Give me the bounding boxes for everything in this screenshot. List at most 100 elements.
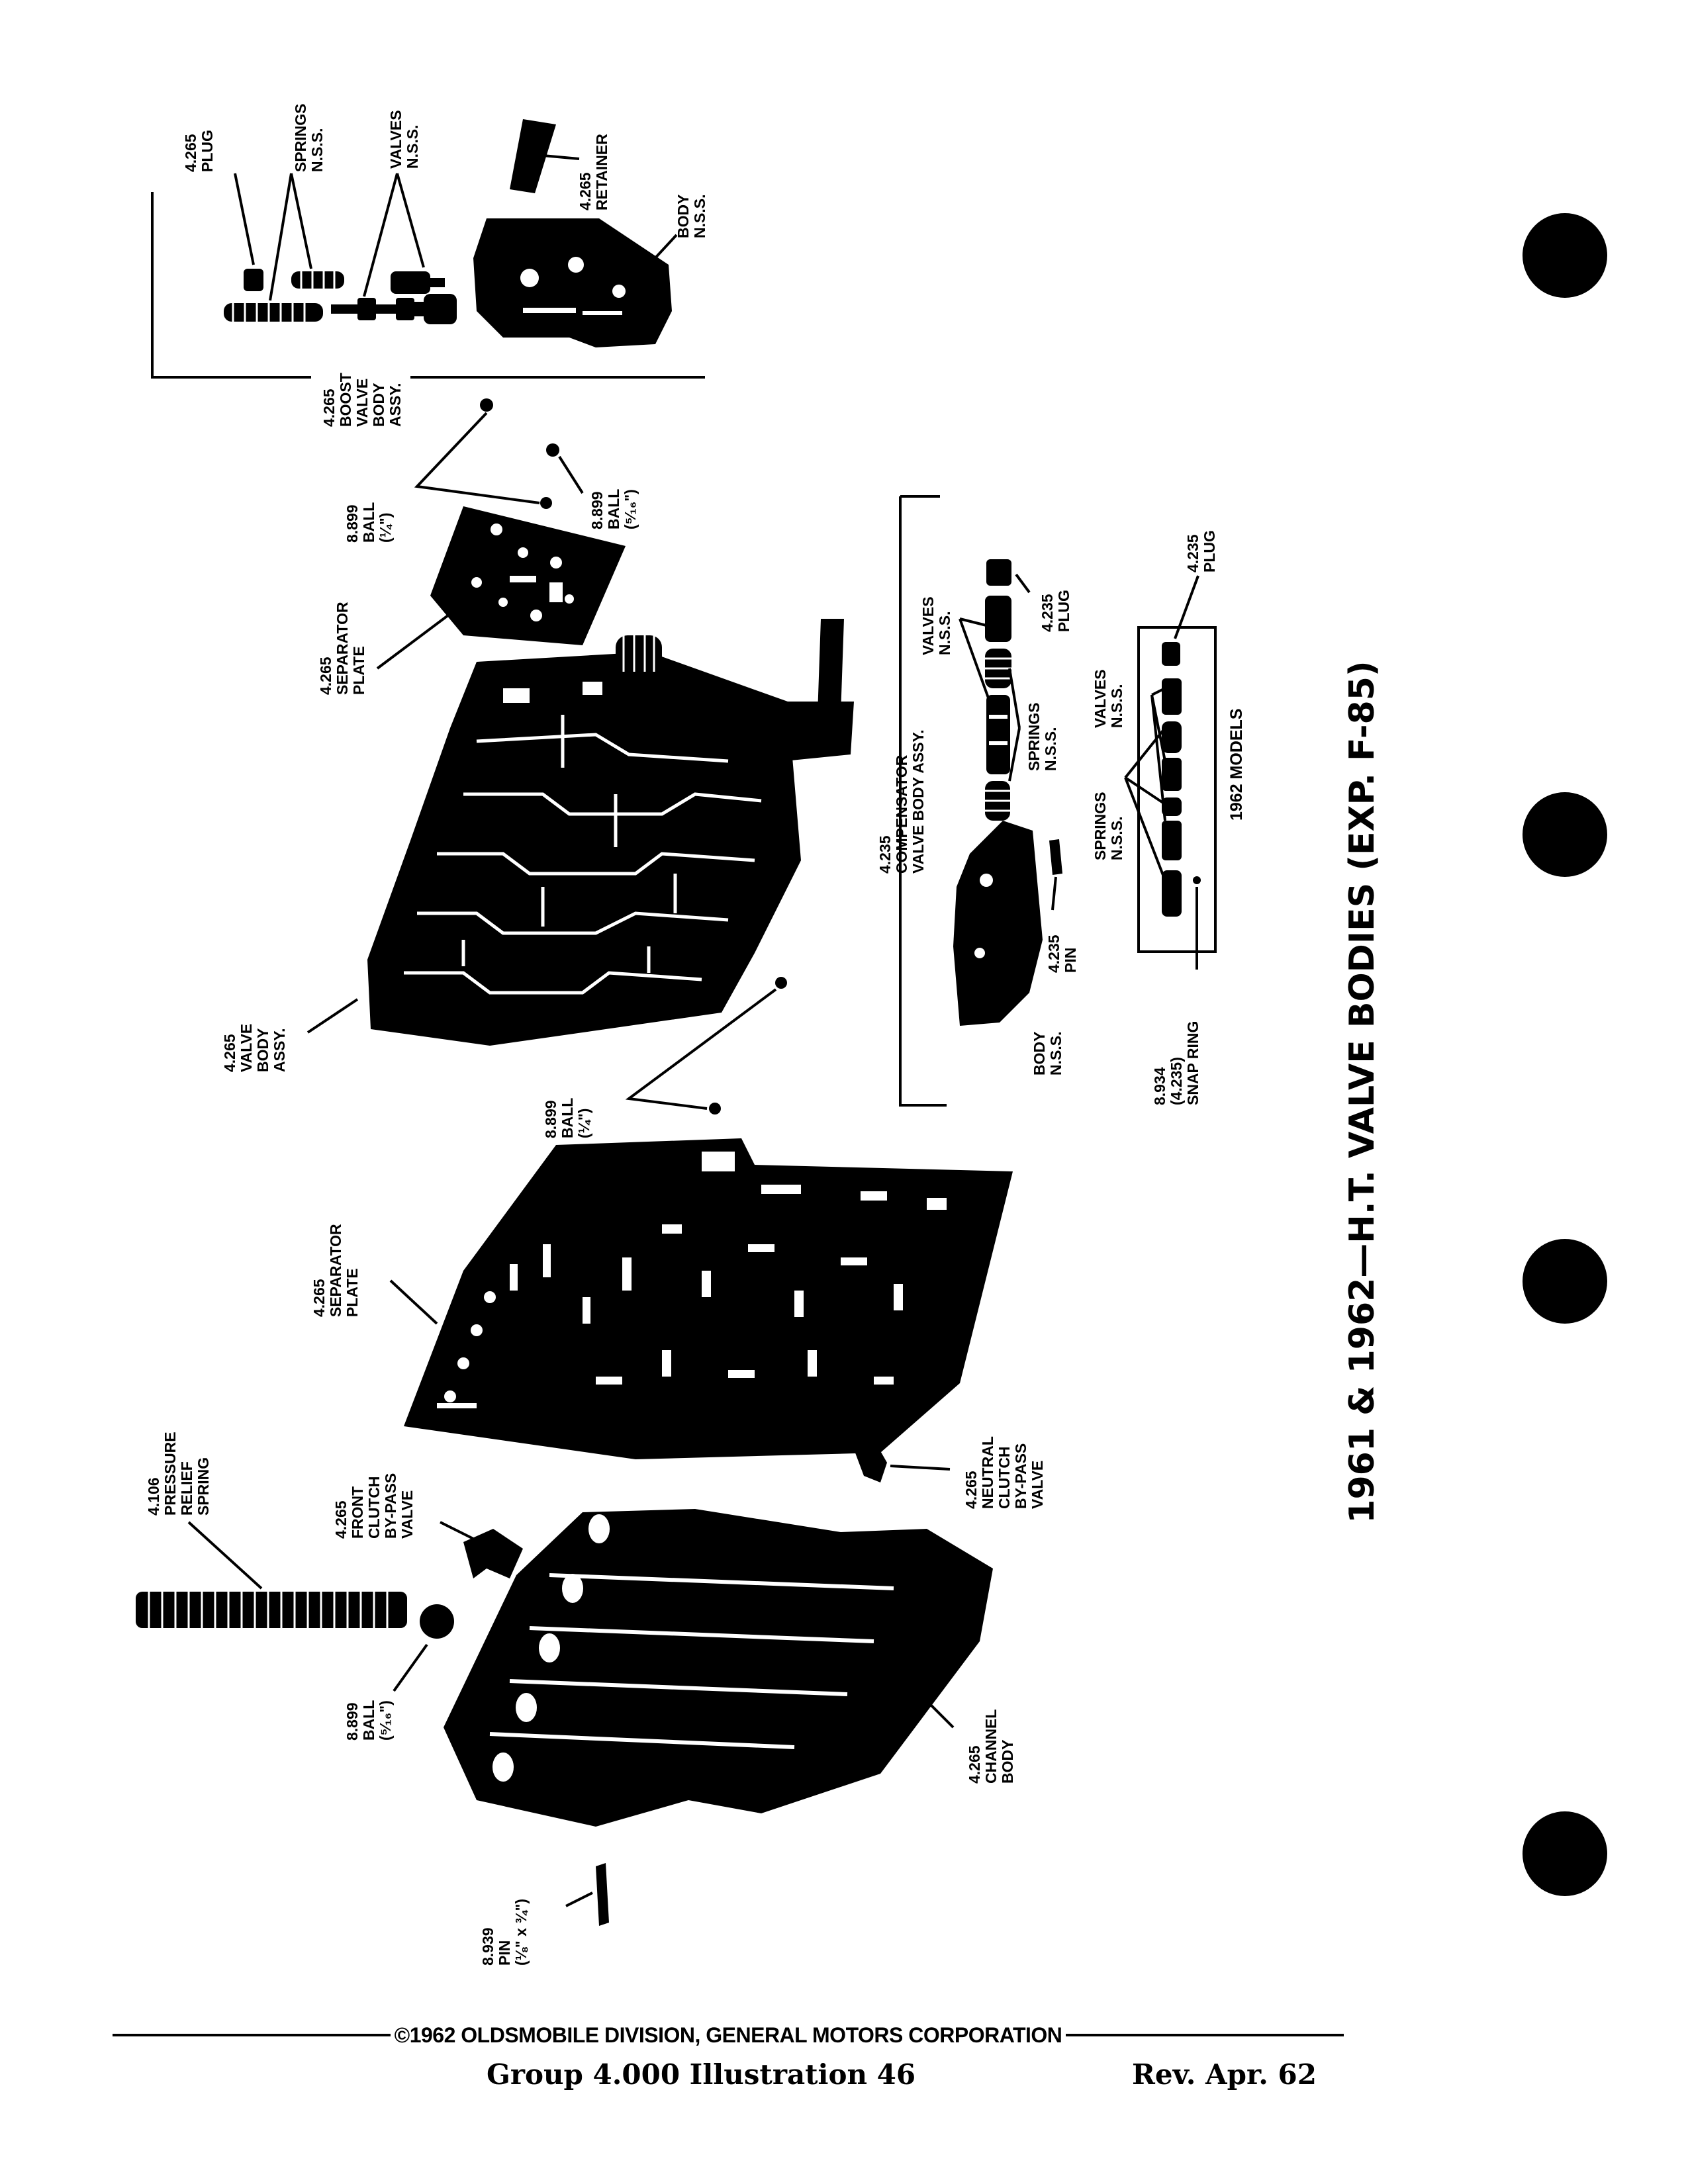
callout-line: RELIEF <box>178 1461 195 1516</box>
callout-line: N.S.S. <box>1047 1032 1064 1075</box>
callout-line: VALVES <box>919 596 937 655</box>
boost-valve-assembly-group <box>151 119 705 379</box>
binder-hole-3 <box>1523 1239 1607 1324</box>
callout-line: PLUG <box>199 130 216 172</box>
comp-valve-2 <box>985 596 1011 642</box>
channel-body-group <box>136 1439 993 1926</box>
callout-line: BALL <box>605 489 622 529</box>
callout-line: ASSY. <box>387 383 404 427</box>
copyright-text: ©1962 OLDSMOBILE DIVISION, GENERAL MOTOR… <box>394 2023 1062 2047</box>
callout-line: (¼") <box>377 513 394 543</box>
callout-pressure-relief-spring: 4.106PRESSURERELIEFSPRING <box>145 1432 212 1516</box>
ball-five-sixteenth-1 <box>546 443 559 457</box>
callout-line: PLUG <box>1201 530 1218 572</box>
ball-five-sixteenth-2 <box>420 1604 454 1639</box>
pin-bottom <box>596 1863 609 1926</box>
callout-line: 4.265 <box>332 1500 350 1539</box>
callout-line: BODY <box>1031 1032 1048 1075</box>
binder-hole-1 <box>1523 213 1607 298</box>
spring-top-short <box>291 271 344 289</box>
callout-line: 4.265 <box>320 388 338 427</box>
comp-spring-1 <box>985 781 1010 821</box>
callout-line: COMPENSATOR <box>893 754 910 874</box>
callout-line: VALVE <box>399 1490 416 1539</box>
valve-body-spring <box>616 635 662 672</box>
callout-plug-comp: 4.235PLUG <box>1039 590 1072 632</box>
callout-valves-comp: VALVESN.S.S. <box>919 596 953 655</box>
callout-line: (¼") <box>575 1109 592 1138</box>
models-1962-group <box>1124 575 1217 970</box>
main-valve-body <box>367 652 801 1046</box>
callout-line: N.S.S. <box>1042 727 1059 771</box>
callout-line: VALVES <box>1092 669 1109 728</box>
callout-line: 4.106 <box>145 1477 162 1516</box>
callout-line: ASSY. <box>271 1028 288 1072</box>
channel-body <box>444 1509 993 1827</box>
callout-valves-top: VALVESN.S.S. <box>387 110 421 169</box>
callout-ball-quarter-top: 8.899BALL(¼") <box>344 502 394 543</box>
ball-quarter-1 <box>480 398 493 412</box>
callout-line: VALVES <box>387 110 404 169</box>
neutral-clutch-bypass-valve <box>854 1439 887 1482</box>
callout-springs-comp: SPRINGSN.S.S. <box>1025 702 1059 771</box>
callout-line: BODY <box>254 1028 271 1072</box>
callout-line: NEUTRAL <box>979 1436 996 1509</box>
callout-separator-plate-lower: 4.265SEPARATORPLATE <box>310 1224 361 1317</box>
callout-line: PRESSURE <box>162 1432 179 1516</box>
pressure-relief-spring <box>136 1592 407 1628</box>
valve-body-shaft <box>781 619 854 761</box>
callout-line: 4.265 <box>966 1745 983 1784</box>
page-title: 1961 & 1962—H.T. VALVE BODIES (EXP. F-85… <box>1342 660 1382 1524</box>
callout-retainer: 4.265RETAINER <box>577 134 610 210</box>
callout-snap-ring: 8.934(4.235)SNAP RING <box>1151 1021 1201 1105</box>
compensator-group <box>899 495 1062 1107</box>
callout-line: VALVE <box>238 1024 255 1072</box>
footer-rule-left <box>113 2034 391 2036</box>
callout-line: (⁵⁄₁₆") <box>377 1700 394 1741</box>
callout-line: (⁵⁄₁₆") <box>622 489 639 529</box>
plug-top <box>244 269 263 291</box>
callout-labels: 4.265PLUG SPRINGSN.S.S. VALVESN.S.S. 4.2… <box>145 103 1246 1966</box>
callout-line: 4.235 <box>1039 594 1056 632</box>
valves-1962 <box>1162 678 1182 860</box>
front-clutch-bypass-valve <box>463 1529 523 1578</box>
compensator-body <box>953 821 1043 1026</box>
binder-hole-4 <box>1523 1811 1607 1896</box>
callout-line: CHANNEL <box>982 1709 1000 1784</box>
callout-line: PLUG <box>1055 590 1072 632</box>
comp-spring-2 <box>985 649 1011 688</box>
callout-ball-five-sixteenth-top: 8.899BALL(⁵⁄₁₆") <box>588 489 639 529</box>
callout-boost-valve: 4.265BOOSTVALVEBODYASSY. <box>320 373 404 427</box>
comp-valve-1 <box>986 695 1010 774</box>
callout-line: FRONT <box>349 1486 366 1539</box>
callout-line: BOOST <box>337 373 354 427</box>
callout-line: BALL <box>559 1098 576 1138</box>
footer-rule-right <box>1066 2034 1344 2036</box>
callout-line: RETAINER <box>593 134 610 210</box>
callout-line: 4.265 <box>310 1279 328 1317</box>
callout-line: 8.899 <box>344 504 361 543</box>
callout-springs-1962: SPRINGSN.S.S. <box>1092 792 1125 860</box>
binder-hole-2 <box>1523 792 1607 877</box>
callout-line: SEPARATOR <box>334 602 351 695</box>
callout-line: 8.934 <box>1151 1067 1168 1105</box>
footer-copyright: ©1962 OLDSMOBILE DIVISION, GENERAL MOTOR… <box>113 2019 1344 2052</box>
lower-separator-group <box>389 1138 1013 1459</box>
footer-group-reference: Group 4.000 Illustration 46 <box>487 2058 916 2091</box>
callout-line: BALL <box>360 1700 377 1741</box>
callout-line: PIN <box>496 1940 513 1966</box>
callout-body-top: BODYN.S.S. <box>675 195 708 238</box>
callout-line: 4.235 <box>876 835 894 874</box>
callout-line: PLATE <box>350 646 367 695</box>
callout-line: (⅛" x ¾") <box>512 1899 530 1966</box>
callout-line: VALVE <box>353 379 371 427</box>
callout-line: CLUTCH <box>996 1446 1013 1509</box>
callout-line: BODY <box>999 1740 1016 1784</box>
valve-top-lower <box>331 294 457 324</box>
upper-separator-plate <box>430 506 626 645</box>
spring-top-long <box>224 303 323 322</box>
callout-line: 4.265 <box>221 1034 238 1072</box>
callout-line: SPRINGS <box>1092 792 1109 860</box>
callout-line: 8.939 <box>479 1927 496 1966</box>
plug-1962 <box>1162 642 1180 666</box>
